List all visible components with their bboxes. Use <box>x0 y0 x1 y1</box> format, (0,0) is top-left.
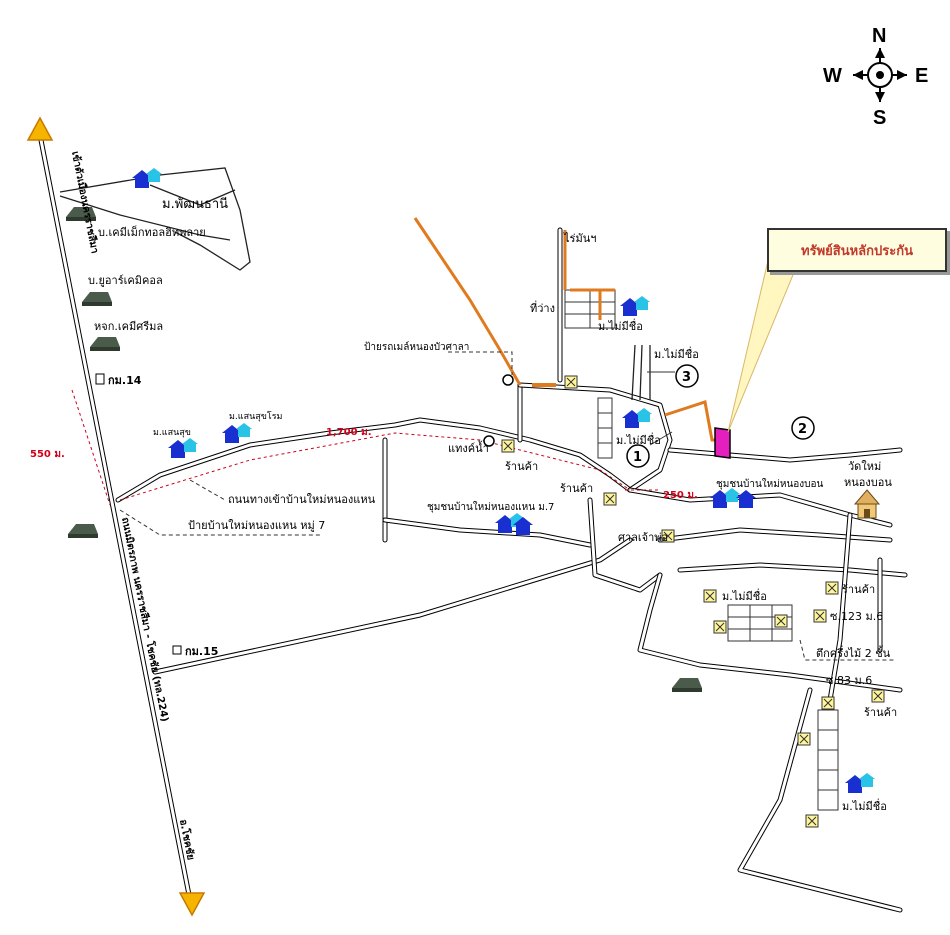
label-no-name-4: ม.ไม่มีชื่อ <box>722 588 767 603</box>
distance-1700: 1,700 ม. <box>326 427 372 438</box>
shop-icon <box>825 581 839 595</box>
village-lanes <box>59 167 839 811</box>
label-saensuk: ม.แสนสุข <box>153 428 191 438</box>
distance-550: 550 ม. <box>30 449 65 460</box>
collateral-callout: ทรัพย์สินหลักประกัน <box>767 228 947 272</box>
label-community-nongbon: ชุมชนบ้านใหม่หนองบอน <box>716 478 824 490</box>
label-km15: กม.15 <box>185 645 218 658</box>
factory-icons <box>66 207 702 692</box>
marker-2 <box>791 416 815 440</box>
label-shophouse: ตึกครึ่งไม้ 2 ชั้น <box>816 645 891 660</box>
factory-icon <box>66 207 96 221</box>
km15-post-icon <box>172 645 182 655</box>
label-km14: กม.14 <box>108 374 142 387</box>
label-cassava-field: ไร่มันฯ <box>563 232 596 245</box>
compass-north-arrow-icon <box>875 48 885 58</box>
marker-1-label: 1 <box>633 450 642 465</box>
marker-3-label: 3 <box>682 370 691 385</box>
shop-icon <box>661 529 675 543</box>
label-vacant-land: ที่ว่าง <box>530 300 555 315</box>
highway-south-label: ถนนมิตรภาพ นครราชสีมา - โชคชัย (ทล.224) <box>119 516 172 723</box>
temple-icon <box>853 489 881 519</box>
house-icon <box>710 488 756 508</box>
south-arrow-icon <box>178 892 206 917</box>
compass-south-arrow-icon <box>875 92 885 102</box>
callout-beam <box>727 251 801 433</box>
house-icon <box>222 423 252 443</box>
label-temple: วัดใหม่ <box>848 460 881 473</box>
shop-icon <box>501 439 515 453</box>
compass-rose: N S W E <box>823 25 928 129</box>
shop-icon <box>774 614 788 628</box>
label-shrine: ศาลเจ้าพ่อ <box>618 531 668 544</box>
distance-250: 250 ม. <box>663 490 698 501</box>
label-shop-4: ร้านค้า <box>864 706 897 719</box>
shop-icon <box>821 696 835 710</box>
shop-icon <box>813 609 827 623</box>
label-shop-3: ร้านค้า <box>842 583 875 596</box>
label-chemsri: หจก.เคมีศรีมล <box>94 320 163 333</box>
distance-markers <box>71 389 660 506</box>
factory-icon <box>672 678 702 692</box>
factory-icon <box>90 337 120 351</box>
marker-2-label: 2 <box>798 422 807 437</box>
house-icon <box>495 513 533 535</box>
bus-stop-icon <box>502 374 514 386</box>
highway-north-label: เข้าตัวเมืองนครราชสีมา <box>69 150 101 254</box>
label-bus-stop: ป้ายรถเมล์หนองบัวศาลา <box>364 341 469 353</box>
km14-post-icon <box>95 373 105 385</box>
house-icons <box>132 168 875 793</box>
shop-icon <box>603 492 617 506</box>
label-no-name-2: ม.ไม่มีชื่อ <box>654 346 699 361</box>
north-arrow-icon <box>26 116 54 141</box>
dirt-roads <box>413 217 730 442</box>
label-shop-1: ร้านค้า <box>505 460 538 473</box>
shop-icon <box>797 732 811 746</box>
compass-n: N <box>872 25 886 47</box>
label-village-sign: ป้ายบ้านใหม่หนองแหน หมู่ 7 <box>188 519 325 532</box>
house-icon <box>168 438 198 458</box>
label-phatthana: ม.พัฒนธานี <box>162 196 228 212</box>
house-icon <box>622 408 652 428</box>
label-water-tank: แทงค์น้ำ <box>448 440 489 455</box>
label-chemical-bopla: บ.เคมีเม็กทอลฮิทพลาย <box>98 225 206 239</box>
label-no-name-1: ม.ไม่มีชื่อ <box>598 318 643 333</box>
label-community-nongnaen: ชุมชนบ้านใหม่หนองแหน ม.7 <box>427 501 554 513</box>
shop-icons <box>501 375 885 828</box>
label-eurochem: บ.ยูอาร์เคมิคอล <box>88 274 163 287</box>
compass-w: W <box>823 65 842 87</box>
shop-icon <box>871 689 885 703</box>
water-tank-icon <box>483 435 495 447</box>
label-soi83: ซ.83 ม.6 <box>826 674 872 687</box>
label-saensukrom: ม.แสนสุขโรม <box>229 411 283 422</box>
shop-icon <box>564 375 578 389</box>
label-soi123: ซ.123 ม.6 <box>830 610 883 623</box>
compass-east-arrow-icon <box>897 70 907 80</box>
label-no-name-3: ม.ไม่มีชื่อ <box>616 432 661 447</box>
marker-3 <box>675 364 699 388</box>
pointer-lines <box>119 351 895 661</box>
house-icon <box>620 296 650 316</box>
compass-west-arrow-icon <box>853 70 863 80</box>
label-no-name-5: ม.ไม่มีชื่อ <box>842 798 887 813</box>
numbered-markers: 3 1 2 <box>626 364 815 468</box>
label-road-to-village: ถนนทางเข้าบ้านใหม่หนองแหน <box>228 493 376 506</box>
shop-icon <box>805 814 819 828</box>
shop-icon <box>713 620 727 634</box>
compass-s: S <box>873 107 886 129</box>
factory-icon <box>68 524 98 538</box>
marker-1 <box>626 444 650 468</box>
label-temple-2: หนองบอน <box>844 476 892 489</box>
shop-icon <box>703 589 717 603</box>
house-icon <box>132 168 162 188</box>
compass-e: E <box>915 65 928 87</box>
house-icon <box>845 773 875 793</box>
collateral-parcel <box>714 427 731 459</box>
factory-icon <box>82 292 112 306</box>
label-shop-2: ร้านค้า <box>560 482 593 495</box>
